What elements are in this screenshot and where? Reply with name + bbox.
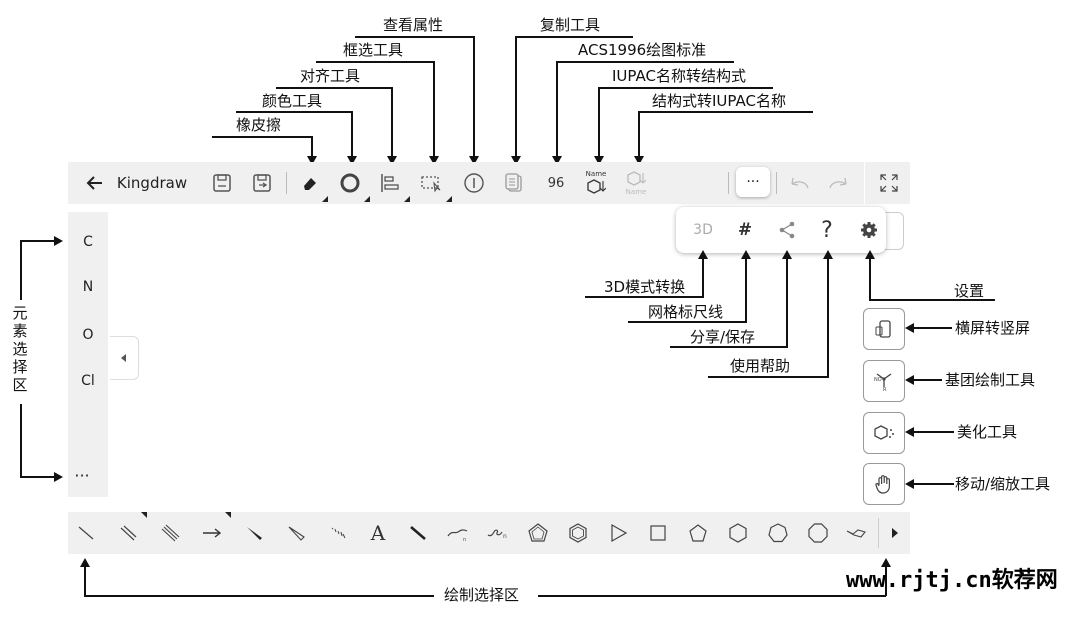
share-icon[interactable] [772,215,802,245]
name-label-faded: Name [625,188,647,196]
annotation-color-tool: 颜色工具 [262,92,323,110]
more-button[interactable]: ··· [736,167,770,197]
single-bond-icon[interactable] [70,518,102,548]
chair-ring-icon[interactable] [840,518,872,548]
annotation-acs-standard: ACS1996绘图标准 [578,41,707,59]
annotation-help: 使用帮助 [730,357,791,375]
beautify-hexagon-icon [874,425,894,440]
more-options-popup: 3D # ? [676,207,886,253]
save-icon[interactable] [208,168,236,198]
annotation-move-zoom: 移动/缩放工具 [955,475,1051,493]
element-panel: C N O Cl ··· [68,212,108,497]
annotation-settings: 设置 [954,282,985,300]
hand-icon [875,475,890,494]
annotation-align-tool: 对齐工具 [300,67,361,85]
element-n[interactable]: N [82,279,94,295]
copy-icon[interactable] [500,168,528,198]
chain-tool-icon[interactable]: n [442,518,474,548]
double-bond-icon[interactable] [112,518,144,548]
grid-button[interactable]: # [737,220,753,240]
rotate-screen-icon [875,320,891,338]
group-structure-icon: NOR [874,373,892,393]
draw-toolbar: A n n [68,512,910,554]
annotation-3d-mode: 3D模式转换 [604,278,686,296]
benzene-icon[interactable] [562,518,594,548]
bold-bond-icon[interactable] [402,518,434,548]
box-select-icon[interactable] [418,168,446,198]
annotation-eraser: 橡皮擦 [236,116,282,134]
fullscreen-icon[interactable] [874,168,904,198]
save-as-icon[interactable] [248,168,276,198]
collapse-panel-tab[interactable] [110,336,139,380]
color-ring-icon[interactable] [336,168,364,198]
hexagon-structure-icon [587,179,606,194]
annotation-structure-to-iupac: 结构式转IUPAC名称 [652,92,786,110]
annotation-group-draw: 基团绘制工具 [945,371,1036,389]
annotation-view-properties: 查看属性 [383,16,444,34]
annotation-element-area: 元素选择区 [12,304,28,394]
element-more-button[interactable]: ··· [74,466,90,485]
watermark: www.rjtj.cn软荐网 [846,568,1058,593]
text-tool[interactable]: A [370,521,386,545]
hash-bond-icon[interactable] [322,518,354,548]
move-zoom-button[interactable] [863,463,905,505]
3d-mode-button[interactable]: 3D [693,222,713,238]
acs-standard-button[interactable]: 96 [547,175,565,191]
arrow-tool-icon[interactable] [196,518,228,548]
more-tools-right-icon[interactable] [880,518,910,548]
hollow-wedge-bond-icon[interactable] [280,518,312,548]
annotation-share-save: 分享/保存 [690,328,756,346]
pentagon-icon[interactable] [682,518,714,548]
back-arrow-icon[interactable] [82,168,108,198]
triple-bond-icon[interactable] [154,518,186,548]
info-icon[interactable] [460,168,488,198]
triangle-icon[interactable] [602,518,634,548]
align-icon[interactable] [376,168,404,198]
hexagon-name-icon [627,171,646,186]
annotation-draw-area: 绘制选择区 [444,586,520,604]
hexagon-icon[interactable] [722,518,754,548]
redo-icon[interactable] [824,168,854,198]
app-title: Kingdraw [116,174,188,192]
heptagon-icon[interactable] [762,518,794,548]
svg-text:NO: NO [874,377,882,383]
annotation-beautify: 美化工具 [957,423,1018,441]
element-cl[interactable]: Cl [81,373,95,389]
wave-chain-icon[interactable]: n [482,518,514,548]
structure-to-iupac-button[interactable]: Name [620,168,652,198]
element-c[interactable]: C [83,234,93,250]
cyclopentadiene-icon[interactable] [522,518,554,548]
name-label: Name [585,170,607,178]
element-o[interactable]: O [82,327,94,343]
collapse-left-icon [121,354,126,362]
square-icon[interactable] [642,518,674,548]
help-button[interactable]: ? [821,217,833,243]
svg-text:n: n [463,537,466,542]
rotate-screen-button[interactable] [863,308,905,350]
iupac-to-structure-button[interactable]: Name [580,168,612,198]
annotation-iupac-to-structure: IUPAC名称转结构式 [612,67,746,85]
settings-gear-icon[interactable] [854,215,884,245]
octagon-icon[interactable] [802,518,834,548]
wedge-bond-icon[interactable] [238,518,270,548]
svg-text:R: R [883,387,887,393]
annotation-select-tool: 框选工具 [343,41,404,59]
annotation-grid-ruler: 网格标尺线 [648,303,724,321]
annotation-rotate-screen: 横屏转竖屏 [955,319,1031,337]
undo-icon[interactable] [784,168,814,198]
top-toolbar: Kingdraw 96 Name Name ··· [68,162,910,204]
annotation-copy-tool: 复制工具 [540,16,601,34]
eraser-icon[interactable] [296,168,324,198]
popup-edge [885,212,904,250]
svg-text:n: n [503,533,507,540]
beautify-button[interactable] [863,412,905,454]
